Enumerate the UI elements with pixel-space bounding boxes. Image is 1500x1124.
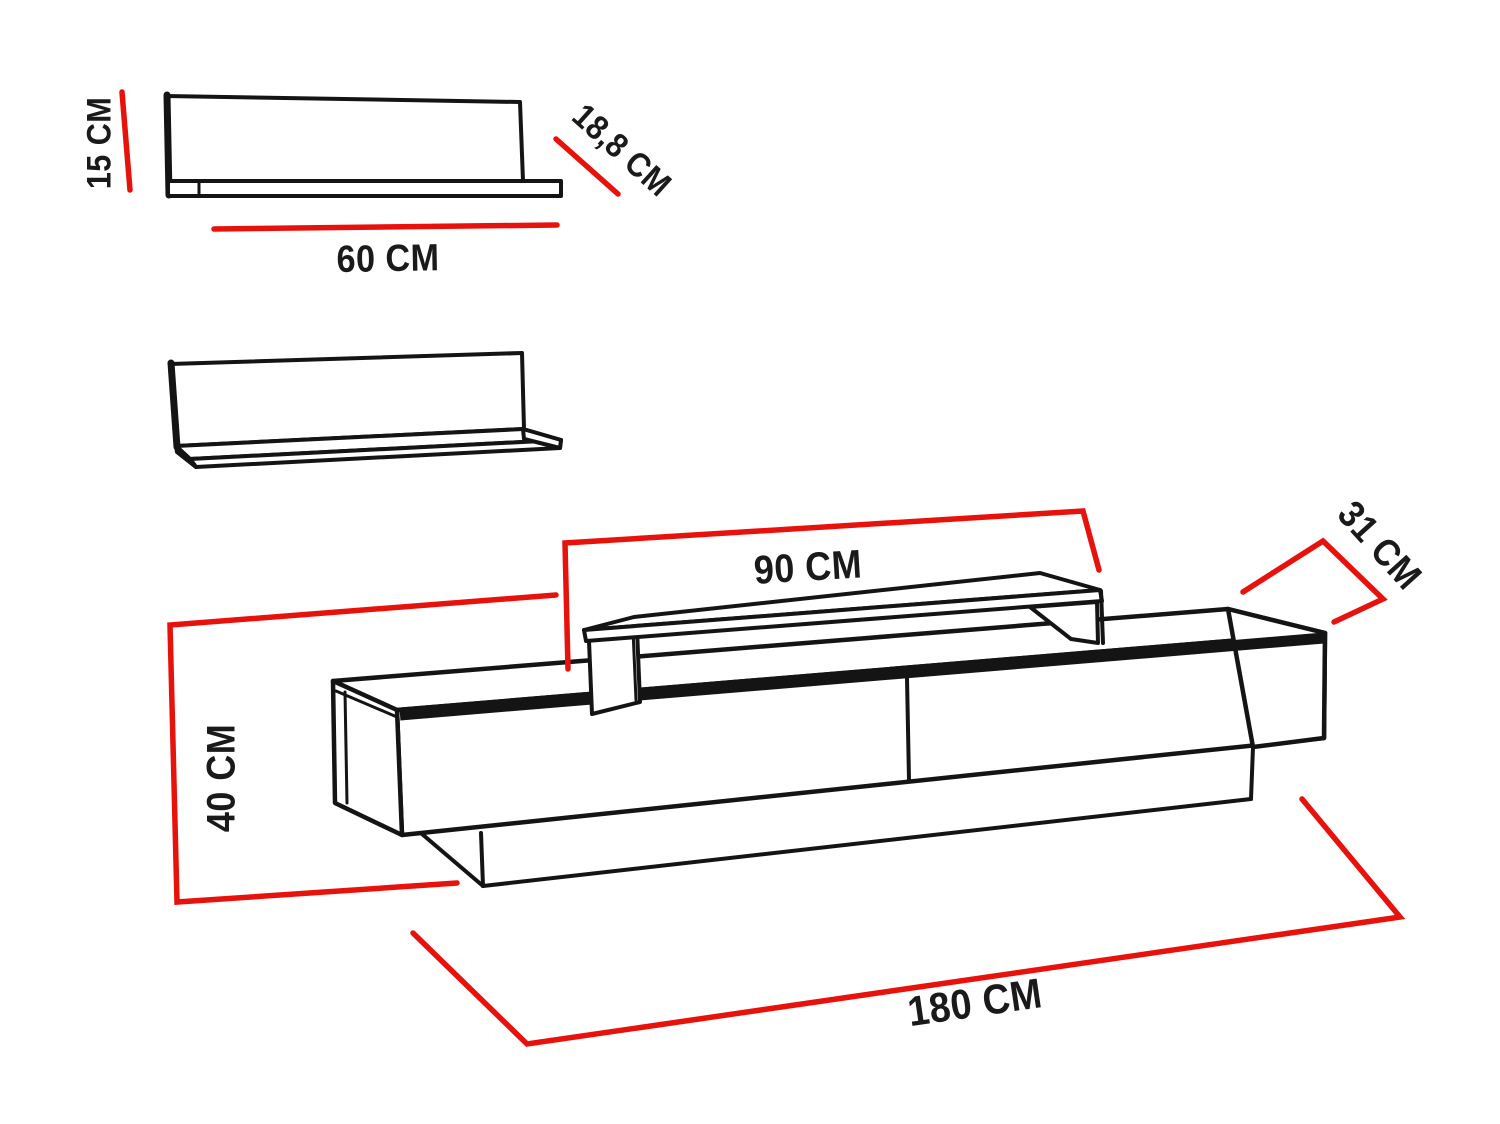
shelf-back-panel <box>164 94 525 183</box>
stand-depth-dimension-label: 31 CM <box>1330 492 1431 597</box>
left-panel-inner-top-edge <box>334 689 399 719</box>
shelf-board-left-end <box>174 444 198 469</box>
plinth-left-diagonal-edge <box>420 832 485 888</box>
drawer-divider <box>905 676 911 782</box>
plinth-right-edge <box>1249 745 1255 801</box>
stand-height-dimension-label: 40 CM <box>200 724 244 832</box>
shelf-height-dimension-line <box>119 89 133 193</box>
shelf-depth-dimension-line <box>553 136 621 197</box>
left-panel-inner-vertical-edge <box>343 690 349 805</box>
wall-shelf-perspective-view <box>167 351 563 469</box>
stand-width-dimension-label: 180 CM <box>905 970 1045 1035</box>
tv-stand-perspective-view <box>330 571 1328 888</box>
riser-right-end-edge <box>1099 589 1105 645</box>
shelf-left-edge <box>167 359 181 451</box>
riser-left-support-inner-edge <box>631 628 638 702</box>
shelf-width-dimension-label: 60 CM <box>336 236 440 281</box>
riser-width-dimension-line <box>562 508 1102 672</box>
cabinet-left-end-panel <box>330 678 405 838</box>
stand-width-dimension-line <box>410 796 1406 1047</box>
shelf-width-dimension-line <box>211 222 560 232</box>
shelf-height-dimension-label: 15 CM <box>80 97 118 189</box>
wall-shelf-front-view: 15 CM 60 CM 18,8 CM <box>80 89 679 281</box>
shelf-depth-dimension-label: 18,8 CM <box>565 96 679 204</box>
shelf-left-edge <box>163 91 173 199</box>
stand-depth-dimension-line <box>1240 537 1388 625</box>
plinth-left-vertical-edge <box>479 831 485 888</box>
riser-width-dimension-label: 90 CM <box>753 543 864 594</box>
plinth-bottom-edge <box>481 797 1253 888</box>
shelf-bottom-board <box>166 179 563 198</box>
cabinet-top-front-edge-band <box>399 632 1325 721</box>
stand-height-dimension-line <box>167 592 559 905</box>
shelf-board-right-end <box>521 427 563 450</box>
